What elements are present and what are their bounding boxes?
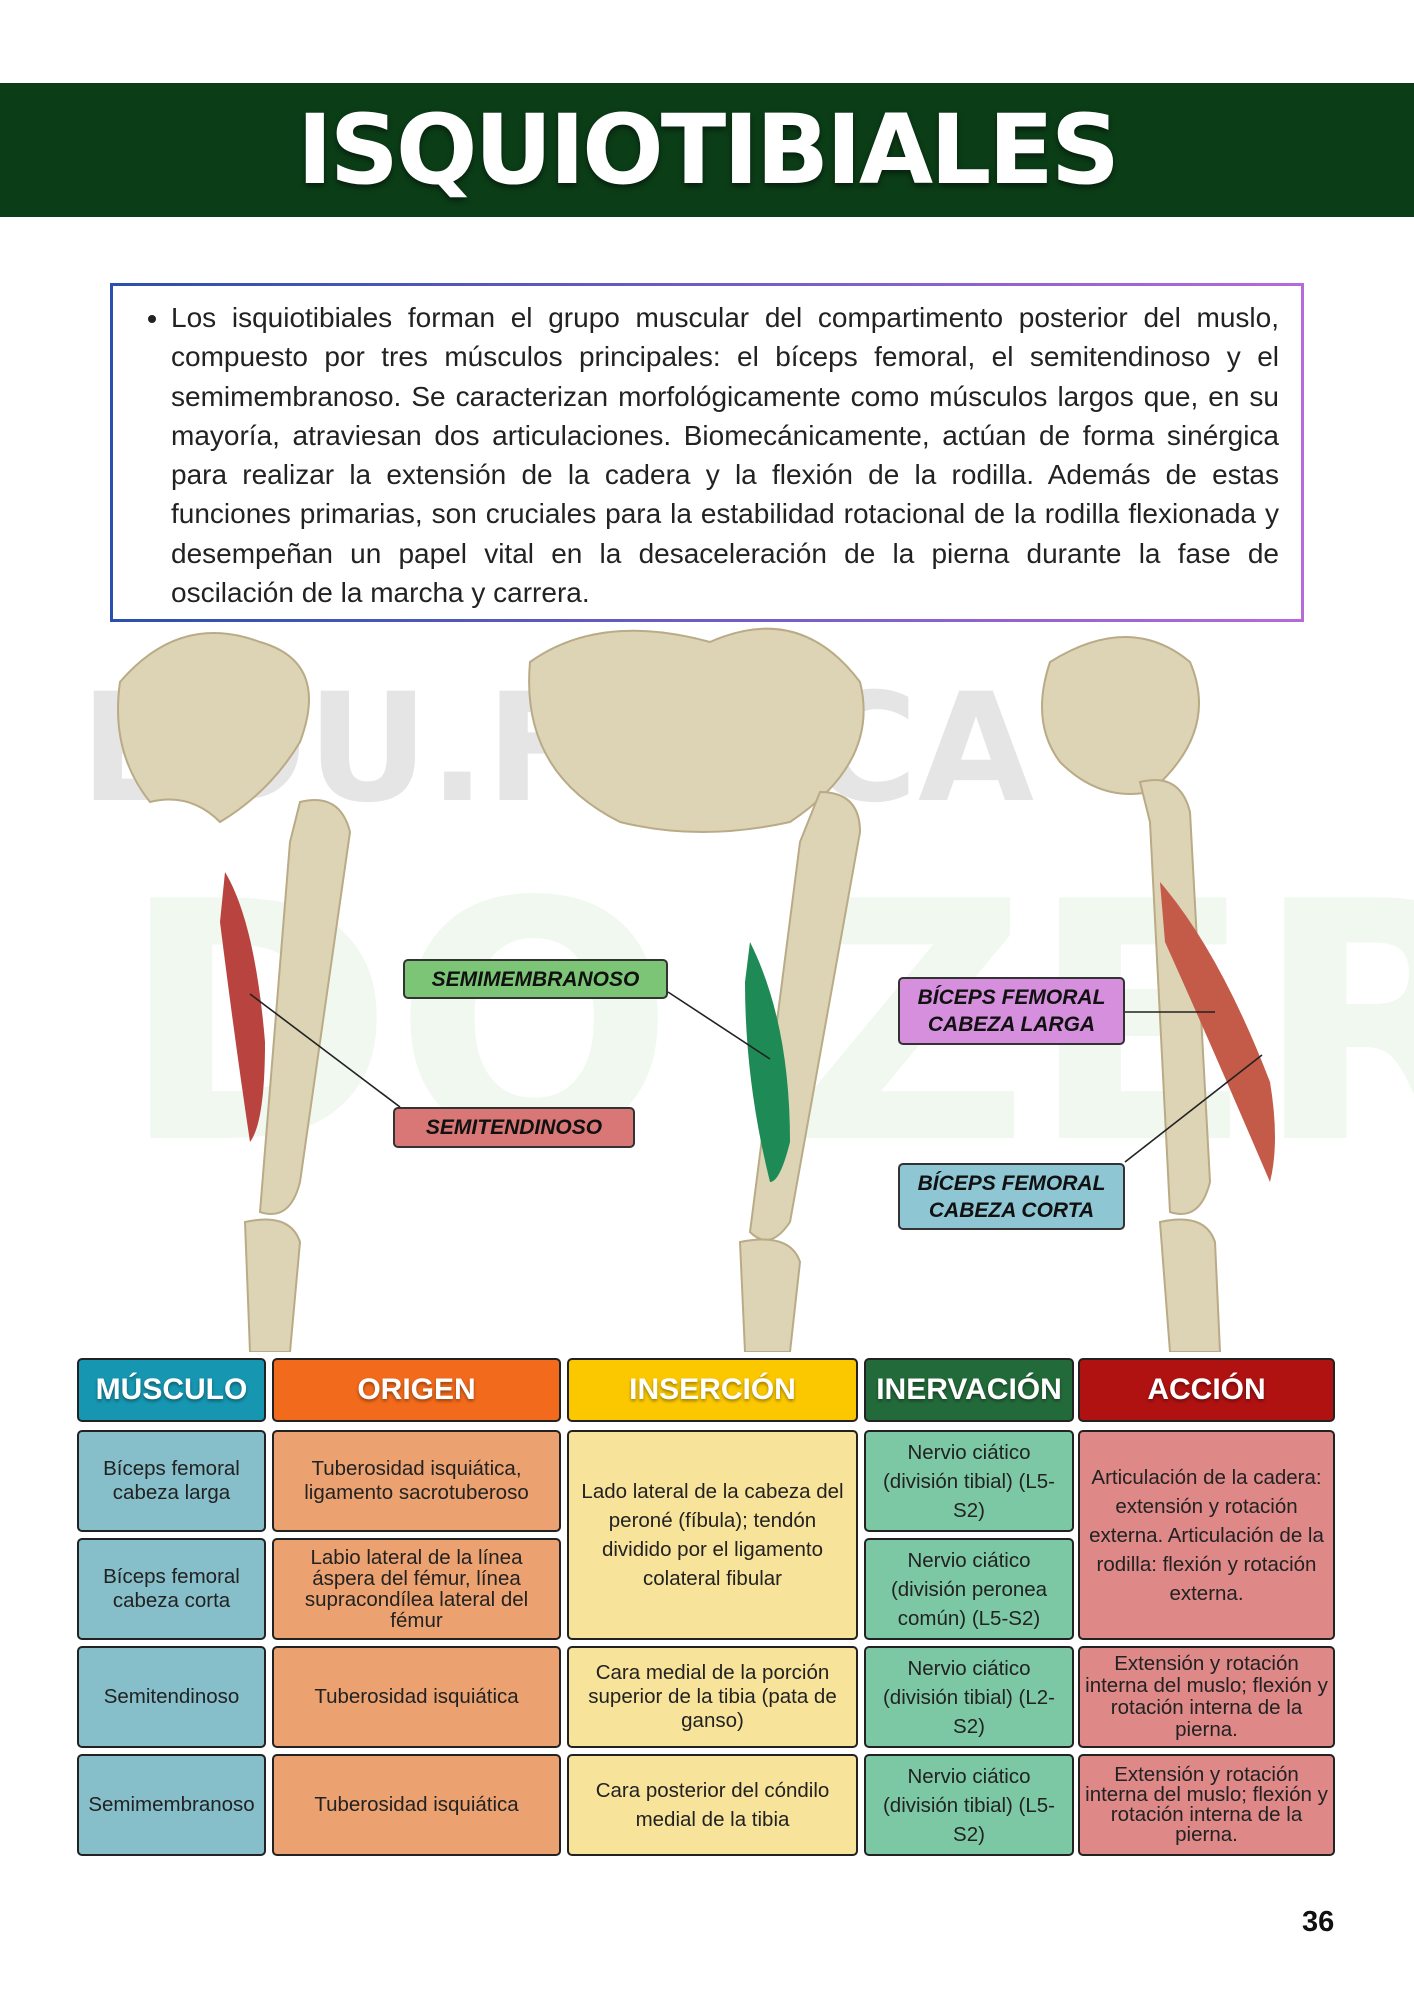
title-banner: ISQUIOTIBIALES <box>0 83 1414 217</box>
label-semimembranoso-text: SEMIMEMBRANOSO <box>431 967 640 991</box>
label-biceps-cabeza-corta: BÍCEPS FEMORAL CABEZA CORTA <box>898 1163 1125 1230</box>
cell-musculo: Bíceps femoral cabeza larga <box>77 1430 266 1532</box>
label-biceps-cabeza-larga: BÍCEPS FEMORAL CABEZA LARGA <box>898 977 1125 1045</box>
cell-insercion: Cara posterior del cóndilo medial de la … <box>567 1754 858 1856</box>
label-text: BÍCEPS FEMORAL <box>917 1171 1106 1195</box>
label-text: CABEZA CORTA <box>928 1198 1095 1222</box>
header-musculo: MÚSCULO <box>77 1358 266 1422</box>
intro-box: Los isquiotibiales forman el grupo muscu… <box>110 283 1304 622</box>
cell-origen: Labio lateral de la línea áspera del fém… <box>272 1538 561 1640</box>
cell-inervacion: Nervio ciático (división tibial) (L5-S2) <box>864 1754 1074 1856</box>
cell-inervacion: Nervio ciático (división peronea común) … <box>864 1538 1074 1640</box>
tibia-center <box>738 1238 802 1352</box>
tibia-right <box>1158 1218 1222 1352</box>
pelvis-right <box>1041 636 1200 795</box>
biceps-femoral-muscle <box>1160 882 1275 1182</box>
cell-insercion: Cara medial de la porción superior de la… <box>567 1646 858 1748</box>
cell-musculo: Semimembranoso <box>77 1754 266 1856</box>
semimembranoso-muscle <box>745 942 790 1182</box>
cell-origen: Tuberosidad isquiática <box>272 1646 561 1748</box>
page-number: 36 <box>1302 1906 1335 1938</box>
cell-accion: Articulación de la cadera: extensión y r… <box>1078 1430 1335 1640</box>
semitendinoso-muscle <box>220 872 265 1142</box>
cell-inervacion: Nervio ciático (división tibial) (L5-S2) <box>864 1430 1074 1532</box>
label-semitendinoso-text: SEMITENDINOSO <box>425 1116 603 1139</box>
intro-text: Los isquiotibiales forman el grupo muscu… <box>171 298 1279 612</box>
cell-accion: Extensión y rotación interna del muslo; … <box>1078 1754 1335 1856</box>
cell-musculo: Bíceps femoral cabeza corta <box>77 1538 266 1640</box>
label-semimembranoso: SEMIMEMBRANOSO <box>403 959 668 999</box>
label-text: CABEZA LARGA <box>927 1013 1096 1036</box>
tibia-left <box>243 1218 302 1352</box>
cell-origen: Tuberosidad isquiática, ligamento sacrot… <box>272 1430 561 1532</box>
cell-origen: Tuberosidad isquiática <box>272 1754 561 1856</box>
anatomy-figure: EDU.FÍSICA DO ZERO SEMIMEMBRANOSO SEMITE… <box>0 622 1414 1352</box>
femur-left <box>258 799 352 1215</box>
label-text: BÍCEPS FEMORAL <box>917 986 1106 1009</box>
pelvis-center <box>528 627 865 833</box>
header-insercion: INSERCIÓN <box>567 1358 858 1422</box>
cell-musculo: Semitendinoso <box>77 1646 266 1748</box>
page-title: ISQUIOTIBIALES <box>296 94 1120 206</box>
cell-inervacion: Nervio ciático (división tibial) (L2-S2) <box>864 1646 1074 1748</box>
cell-insercion: Lado lateral de la cabeza del peroné (fí… <box>567 1430 858 1640</box>
hamstring-illustration <box>117 627 1275 1352</box>
header-accion: ACCIÓN <box>1078 1358 1335 1422</box>
cell-accion: Extensión y rotación interna del muslo; … <box>1078 1646 1335 1748</box>
pelvis-left <box>117 632 310 824</box>
header-origen: ORIGEN <box>272 1358 561 1422</box>
femur-right <box>1138 779 1212 1215</box>
header-inervacion: INERVACIÓN <box>864 1358 1074 1422</box>
label-semitendinoso: SEMITENDINOSO <box>393 1107 635 1148</box>
